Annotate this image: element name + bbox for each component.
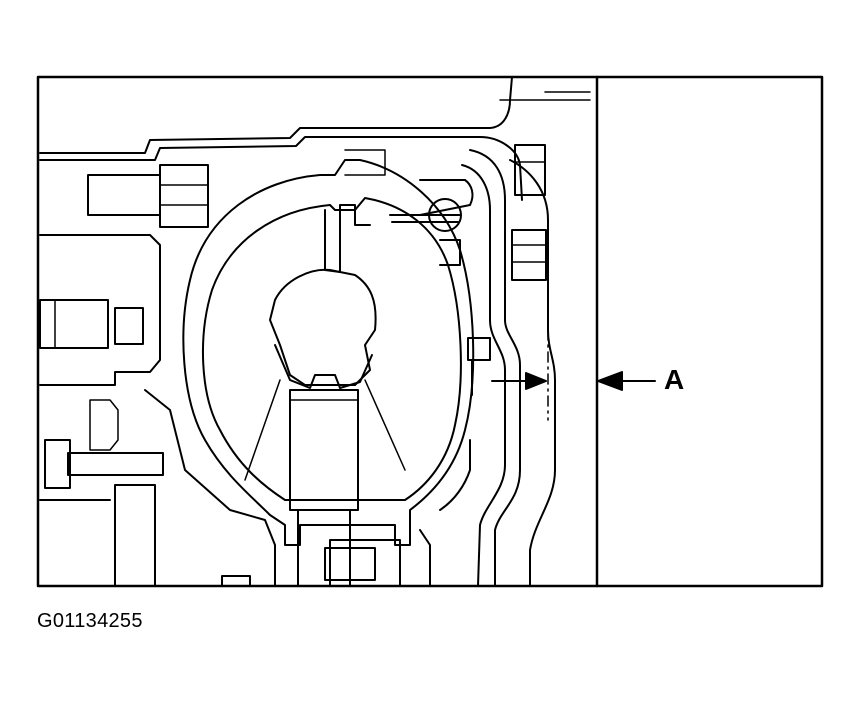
mid-left-bolt-cap: [114, 307, 144, 345]
bottom-clip: [221, 575, 251, 587]
top-slot: [344, 149, 386, 176]
left-housing-edge: [39, 234, 161, 386]
right-bolt-shank: [514, 144, 546, 196]
housing-top-contour: [39, 76, 513, 154]
guide-lines: [244, 379, 406, 481]
oval-body-outer: [182, 159, 475, 546]
valve-retainer: [274, 344, 373, 389]
mid-left-bolt-head: [39, 299, 109, 349]
left-recess: [89, 399, 119, 451]
top-tab: [324, 204, 371, 273]
lower-left-bolt-shank: [67, 452, 164, 476]
bottom-right-contour: [419, 439, 471, 587]
pin-bracket: [389, 179, 474, 223]
lower-left-housing: [39, 484, 156, 587]
pin-arm: [439, 239, 461, 266]
oval-body-inner: [202, 197, 462, 501]
inner-bracket: [467, 337, 491, 396]
callout-label-a: A: [664, 364, 685, 395]
measure-arrow-head: [525, 372, 547, 390]
lower-block: [324, 547, 376, 581]
bottom-left-contour: [144, 389, 276, 587]
valve-stem: [289, 389, 359, 511]
right-bolt-head: [511, 229, 547, 281]
lower-left-bolt-head: [44, 439, 71, 489]
figure-caption: G01134255: [37, 610, 143, 632]
housing-inner-contour: [39, 136, 523, 201]
upper-left-bolt-head: [159, 164, 209, 228]
callout-arrow-head: [597, 371, 623, 391]
upper-left-bolt-shank: [87, 174, 161, 216]
housing-lip: [499, 91, 591, 101]
housing-right-channel-outer: [509, 159, 556, 587]
housing-right-channel: [469, 149, 521, 587]
valve-head: [269, 268, 377, 386]
housing-right-channel-inner: [461, 164, 506, 587]
